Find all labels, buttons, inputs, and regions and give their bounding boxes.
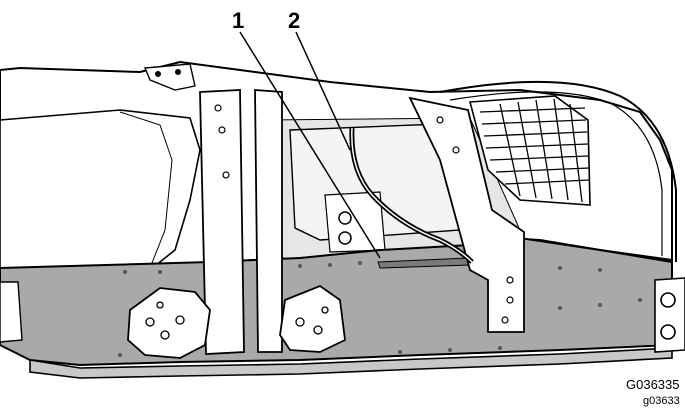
- rail-holes: [214, 104, 514, 324]
- left-panel-crease: [119, 111, 173, 269]
- hinge-bolt: [175, 69, 181, 75]
- frame-rail-center: [254, 89, 283, 353]
- bolt: [338, 231, 352, 245]
- leader-line-2: [295, 31, 351, 151]
- callout-1: 1: [232, 8, 244, 33]
- vent-grille: [468, 95, 591, 206]
- bracket-right-holes: [295, 306, 329, 335]
- frame-rail-left: [199, 89, 245, 355]
- bracket-far-right: [654, 277, 685, 353]
- left-side-panel: [0, 109, 201, 279]
- bolt: [338, 211, 352, 225]
- callout-2: 2: [288, 8, 300, 33]
- bracket-left: [127, 287, 211, 359]
- bolt: [660, 292, 676, 308]
- plate-holes: [118, 261, 642, 357]
- hood-edge-inner: [449, 91, 663, 256]
- bracket-left-holes: [145, 301, 185, 340]
- figure-id-secondary: g03633: [643, 395, 680, 407]
- bolt: [660, 324, 676, 340]
- figure-id: G036335: [626, 377, 680, 392]
- bracket-right: [279, 284, 346, 353]
- hood-edge-curve: [439, 80, 677, 262]
- hinge: [143, 63, 196, 91]
- wire-harness-inner: [351, 127, 473, 263]
- hinge-bolt: [155, 71, 161, 77]
- frame-rail-right: [408, 96, 525, 333]
- bracket-far-left: [0, 281, 23, 343]
- leader-line-1: [239, 31, 381, 259]
- floor-plate-lip: [29, 347, 673, 379]
